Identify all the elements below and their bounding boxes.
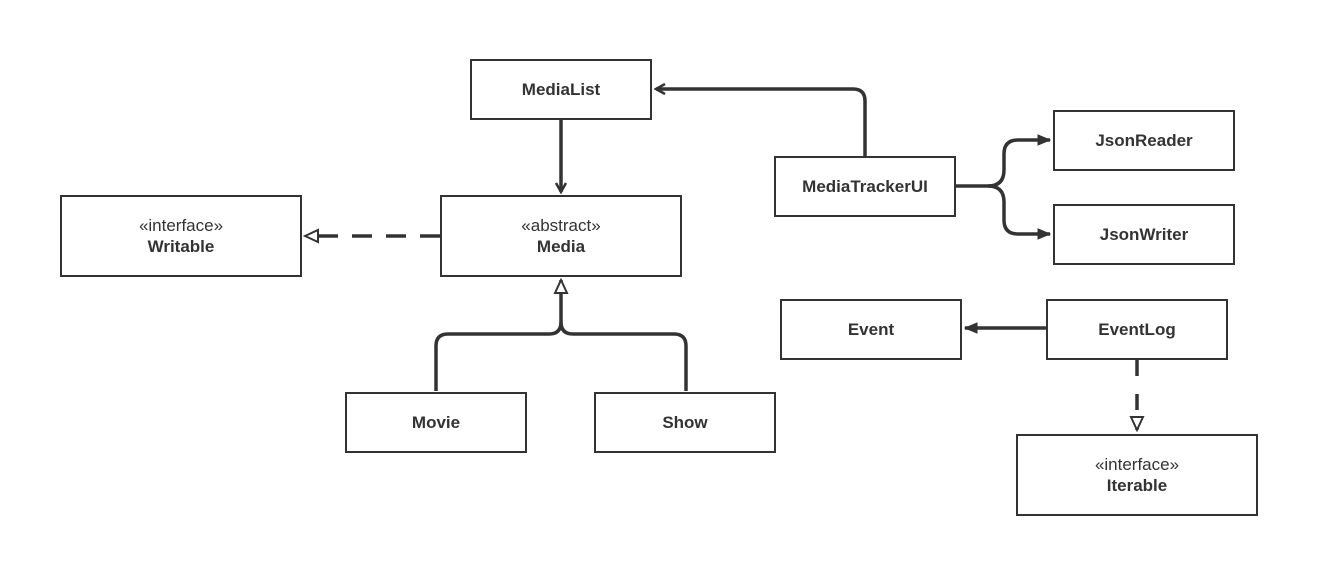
edge-mediatrackerui-medialist — [656, 89, 867, 156]
class-stereotype: «interface» — [138, 216, 224, 235]
class-stereotype: «interface» — [1094, 455, 1180, 474]
class-name: Iterable — [1106, 476, 1168, 495]
class-name: Movie — [411, 413, 461, 432]
class-eventlog: EventLog — [1046, 299, 1228, 360]
class-name: Event — [847, 320, 895, 339]
class-name: Writable — [147, 237, 215, 256]
class-writable: «interface» Writable — [60, 195, 302, 277]
class-name: MediaList — [521, 80, 601, 99]
class-event: Event — [780, 299, 962, 360]
class-mediatrackerui: MediaTrackerUI — [774, 156, 956, 217]
class-name: MediaTrackerUI — [802, 177, 928, 196]
class-name: EventLog — [1098, 320, 1176, 339]
class-iterable: «interface» Iterable — [1016, 434, 1258, 516]
class-movie: Movie — [345, 392, 527, 453]
class-medialist: MediaList — [470, 59, 652, 120]
edge-mediatrackerui-jsonreader — [956, 140, 1050, 188]
class-stereotype: «abstract» — [521, 216, 601, 235]
class-name: JsonReader — [1095, 131, 1193, 150]
class-jsonwriter: JsonWriter — [1053, 204, 1235, 265]
edge-show-media — [559, 321, 688, 391]
edge-movie-media — [434, 280, 561, 391]
edge-mediatrackerui-jsonwriter — [987, 184, 1050, 234]
class-name: Show — [662, 413, 708, 432]
class-jsonreader: JsonReader — [1053, 110, 1235, 171]
class-show: Show — [594, 392, 776, 453]
class-media: «abstract» Media — [440, 195, 682, 277]
class-name: Media — [536, 237, 586, 256]
class-name: JsonWriter — [1099, 225, 1189, 244]
